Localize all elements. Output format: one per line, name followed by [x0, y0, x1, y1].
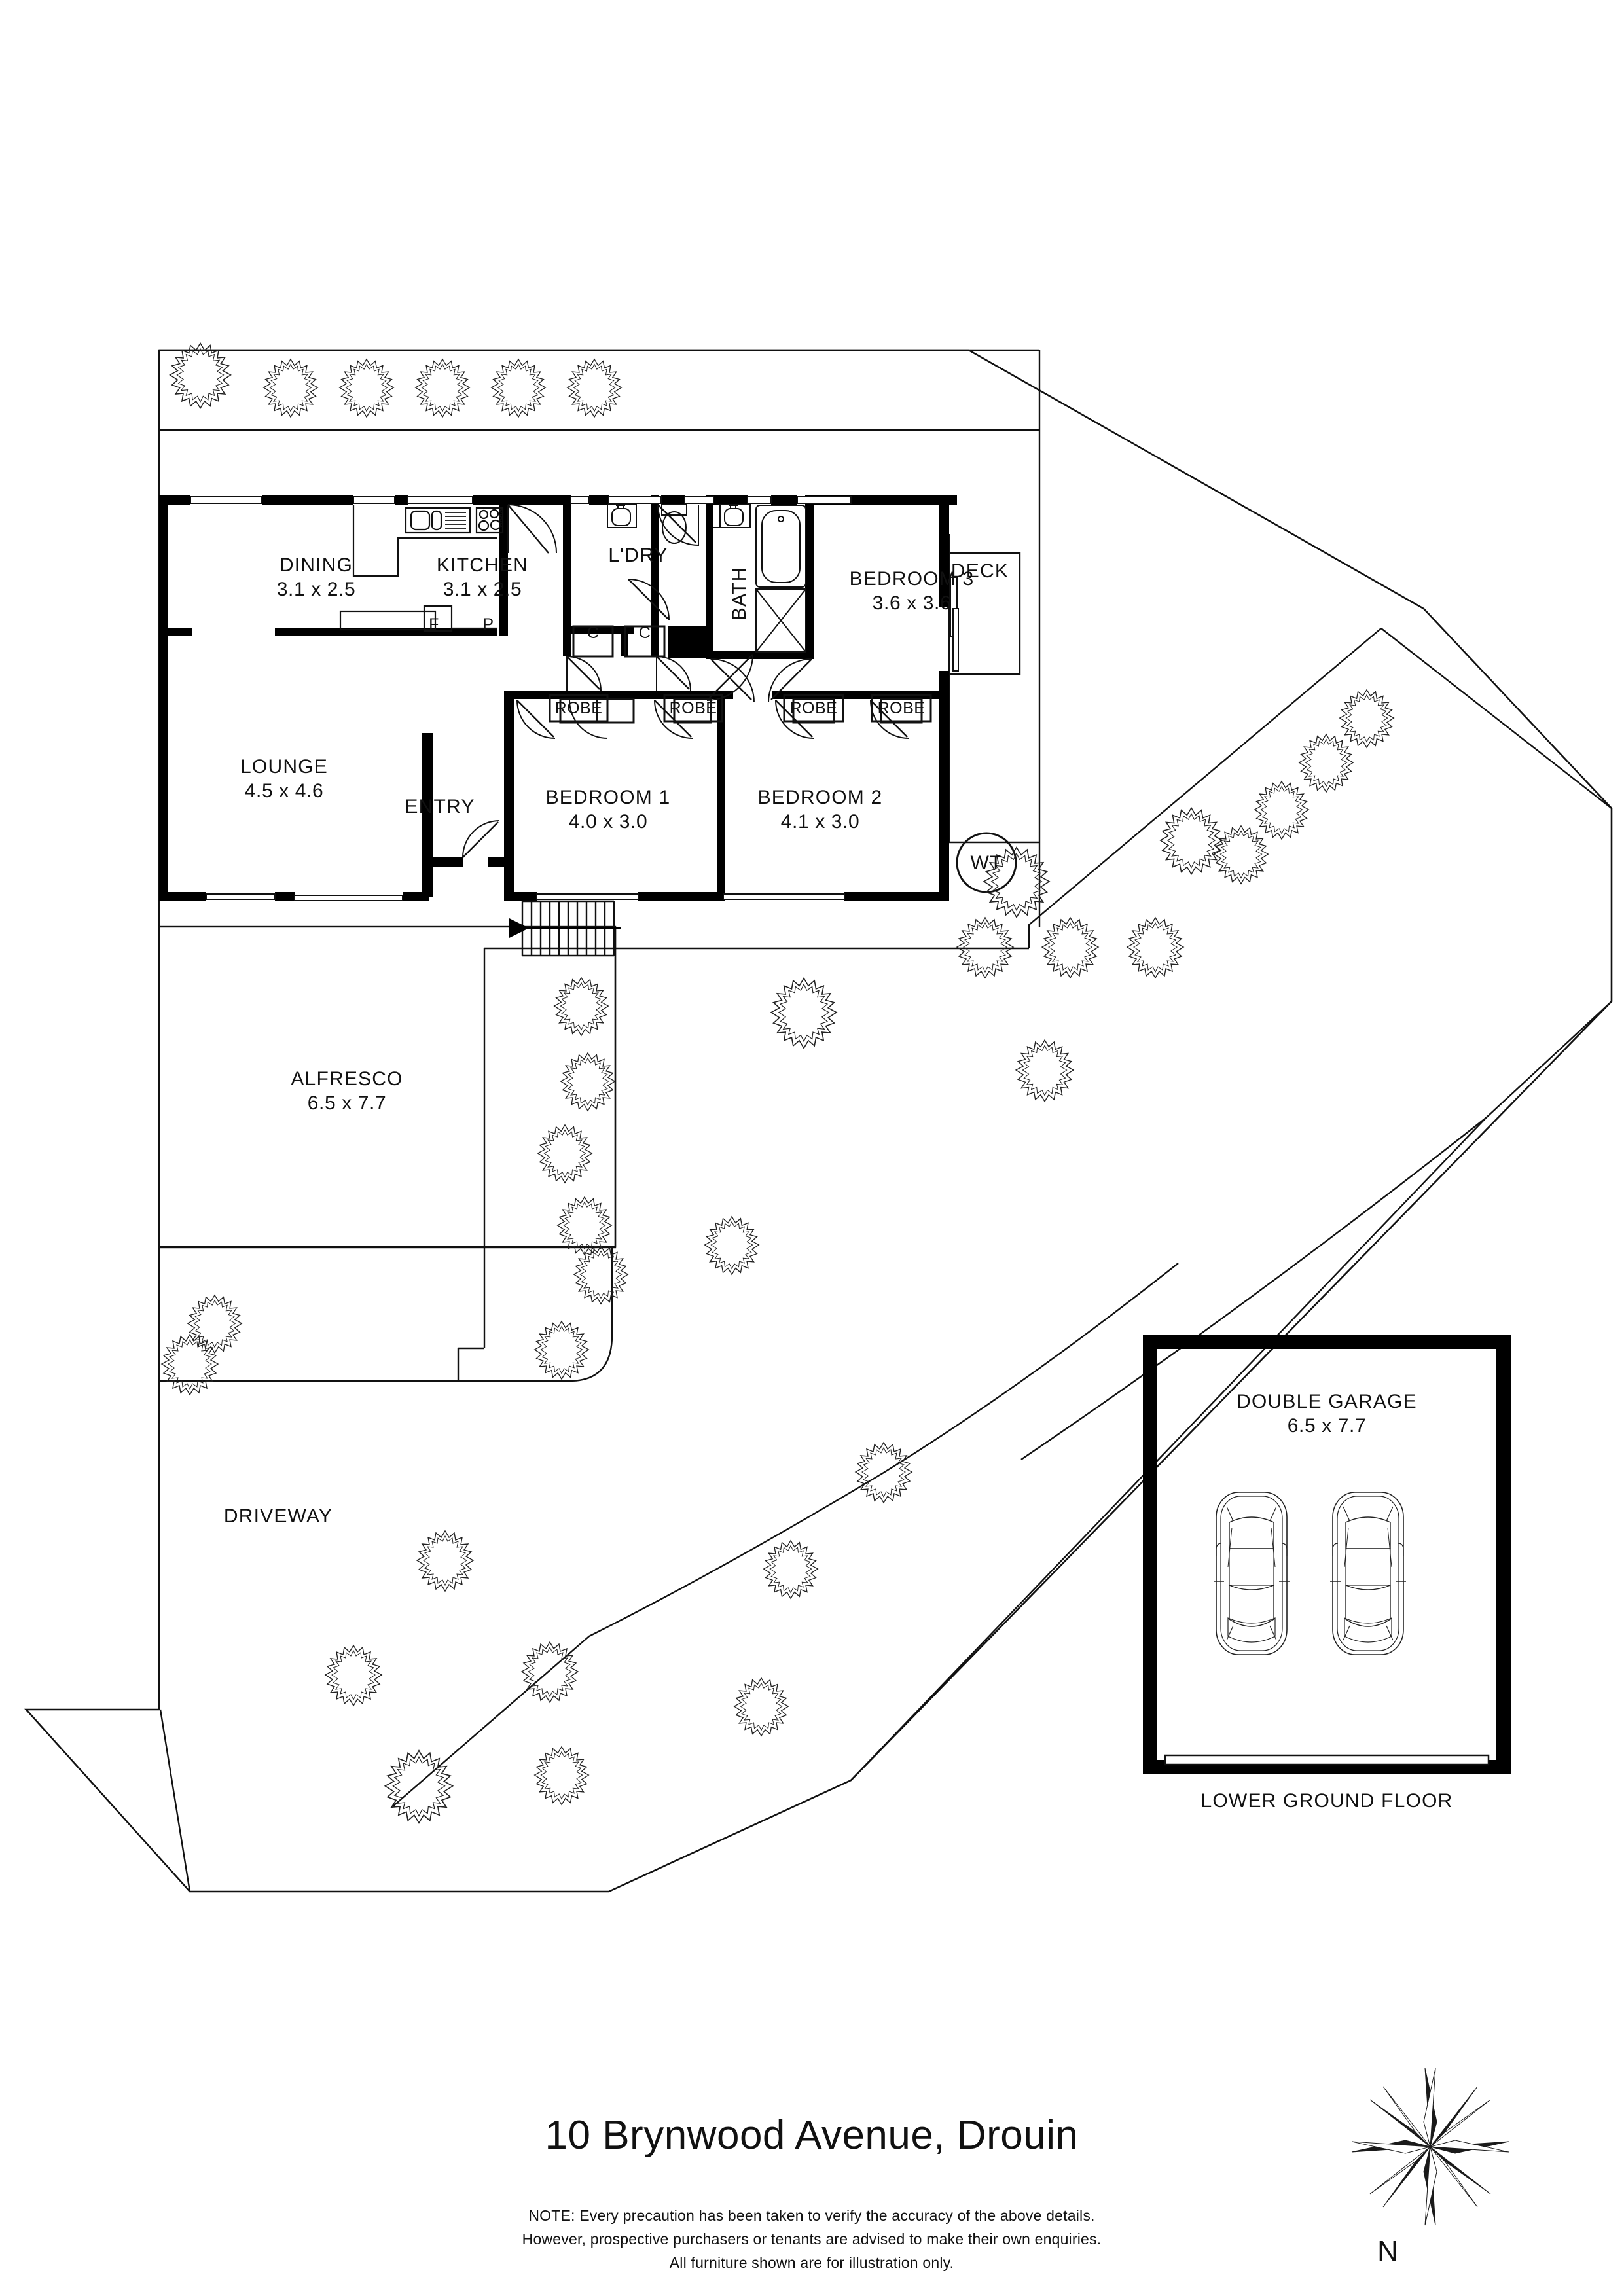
- door-leaves: [462, 504, 908, 858]
- room-dim-bedroom-3: 3.6 x 3.6: [872, 592, 952, 614]
- room-dim-double-garage: 6.5 x 7.7: [1287, 1415, 1367, 1437]
- room-label-driveway: DRIVEWAY: [223, 1505, 333, 1527]
- house-walls: [159, 495, 957, 901]
- room-label-bedroom-3: BEDROOM 3: [849, 568, 975, 590]
- page-title: 10 Brynwood Avenue, Drouin: [545, 2113, 1079, 2158]
- fixture-label-fridge: F: [429, 615, 439, 634]
- kitchen-joinery: [339, 505, 504, 632]
- sanitary-fixtures: [607, 504, 806, 653]
- compass-rose: [1351, 2068, 1509, 2226]
- room-dim-bedroom-1: 4.0 x 3.0: [568, 811, 648, 833]
- garage-structure: [1143, 1335, 1511, 1774]
- room-label-bedroom-2: BEDROOM 2: [757, 787, 883, 808]
- robe-label-frames: [549, 694, 932, 723]
- lower-ground-floor-caption: LOWER GROUND FLOOR: [1200, 1790, 1453, 1812]
- room-dim-bedroom-2: 4.1 x 3.0: [780, 811, 860, 833]
- fixture-label-robe-1: ROBE: [554, 699, 603, 717]
- room-label-entry: ENTRY: [405, 796, 475, 817]
- garage-cars: [1213, 1492, 1407, 1655]
- fixture-label-cupboard-2: C: [638, 624, 651, 642]
- door-swings: [462, 504, 909, 858]
- fixture-label-water-tank: WT: [970, 852, 1003, 874]
- robe-boxes: [559, 625, 923, 724]
- disclaimer-line-3: All furniture shown are for illustration…: [669, 2254, 954, 2271]
- driveway-edges: [159, 1117, 1487, 1892]
- room-label-lounge: LOUNGE: [240, 756, 328, 778]
- room-dim-dining: 3.1 x 2.5: [276, 579, 356, 600]
- disclaimer-line-1: NOTE: Every precaution has been taken to…: [528, 2207, 1095, 2224]
- room-dim-lounge: 4.5 x 4.6: [244, 780, 324, 802]
- room-dim-alfresco: 6.5 x 7.7: [307, 1092, 387, 1114]
- windows: [190, 496, 959, 901]
- room-label-alfresco: ALFRESCO: [291, 1068, 403, 1090]
- fixture-label-robe-3: ROBE: [789, 699, 838, 717]
- room-dim-kitchen: 3.1 x 2.5: [442, 579, 522, 600]
- room-label-deck: DECK: [950, 560, 1009, 582]
- disclaimer-line-2: However, prospective purchasers or tenan…: [522, 2231, 1102, 2248]
- fixture-label-pantry: P: [482, 615, 494, 634]
- fixture-label-robe-4: ROBE: [877, 699, 926, 717]
- site-internal-lines: [158, 349, 1612, 1781]
- fixture-label-robe-2: ROBE: [669, 699, 717, 717]
- fixture-label-cupboard-1: C: [586, 624, 600, 642]
- room-label-kitchen: KITCHEN: [436, 554, 529, 576]
- room-label-dining: DINING: [279, 554, 353, 576]
- room-label-bedroom-1: BEDROOM 1: [545, 787, 671, 808]
- room-label-laundry: L'DRY: [608, 545, 668, 566]
- compass-north-label: N: [1377, 2235, 1398, 2267]
- room-label-bath: BATH: [729, 566, 751, 621]
- room-label-double-garage: DOUBLE GARAGE: [1236, 1391, 1417, 1412]
